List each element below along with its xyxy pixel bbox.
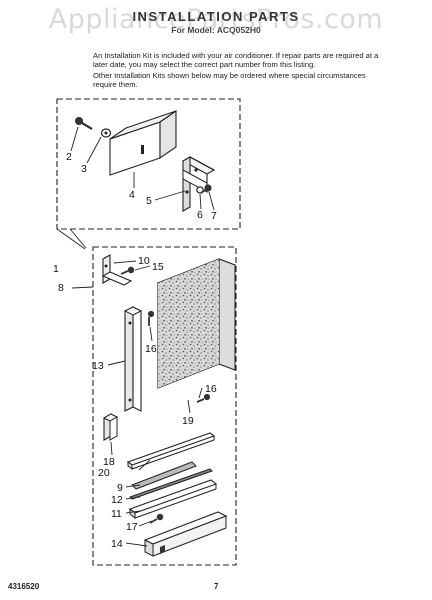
document-number: 4316520 bbox=[8, 582, 40, 591]
callout-6: 6 bbox=[197, 209, 203, 221]
watermark: AppliancePartsPros.com bbox=[48, 4, 384, 35]
callout-12: 12 bbox=[111, 494, 123, 506]
screw-part-16-lower bbox=[196, 393, 211, 403]
strip-part-20 bbox=[126, 432, 216, 470]
channel-part-13 bbox=[123, 306, 143, 412]
screw-part-2 bbox=[75, 117, 93, 130]
callout-18: 18 bbox=[103, 456, 115, 468]
model-subtitle: For Model: ACQ052H0 bbox=[171, 25, 261, 35]
page-number: 7 bbox=[214, 582, 219, 591]
callout-7: 7 bbox=[211, 210, 217, 222]
callout-10: 10 bbox=[138, 255, 150, 267]
sill-support-part-14 bbox=[143, 511, 228, 557]
leader-lines bbox=[56, 126, 215, 547]
washer-part-3 bbox=[100, 128, 112, 138]
intro-paragraph-1: An Installation Kit is included with you… bbox=[93, 51, 379, 70]
callout-15: 15 bbox=[152, 261, 164, 273]
callout-20: 20 bbox=[98, 467, 110, 479]
callout-16-lower: 16 bbox=[205, 383, 217, 395]
bracket-part-5 bbox=[181, 156, 216, 212]
cover-part-4 bbox=[109, 109, 177, 176]
callout-14: 14 bbox=[111, 538, 123, 550]
callout-2: 2 bbox=[66, 151, 72, 163]
bracket-part-10 bbox=[101, 254, 133, 286]
callout-16-upper: 16 bbox=[145, 343, 157, 355]
callout-4: 4 bbox=[129, 189, 135, 201]
screw-part-17 bbox=[149, 513, 164, 524]
callout-1: 1 bbox=[53, 263, 59, 275]
block-part-18 bbox=[102, 413, 119, 441]
callout-11: 11 bbox=[111, 508, 122, 520]
foam-panel-part-19 bbox=[156, 258, 237, 389]
callout-19: 19 bbox=[182, 415, 194, 427]
kit-box-upper bbox=[56, 98, 241, 230]
callout-8: 8 bbox=[58, 282, 64, 294]
kit-box-lower bbox=[92, 246, 237, 566]
callout-17: 17 bbox=[126, 521, 138, 533]
screw-part-15 bbox=[120, 266, 135, 275]
callout-5: 5 bbox=[146, 195, 152, 207]
screw-part-16-upper bbox=[147, 310, 155, 326]
foam-strip-part-9 bbox=[131, 461, 197, 490]
callout-13: 13 bbox=[92, 360, 104, 372]
page-title: INSTALLATION PARTS bbox=[132, 9, 300, 24]
callout-9: 9 bbox=[117, 482, 123, 494]
intro-paragraph-2: Other Installation Kits shown below may … bbox=[93, 71, 366, 90]
callout-3: 3 bbox=[81, 163, 87, 175]
screw-part-7 bbox=[200, 184, 212, 194]
